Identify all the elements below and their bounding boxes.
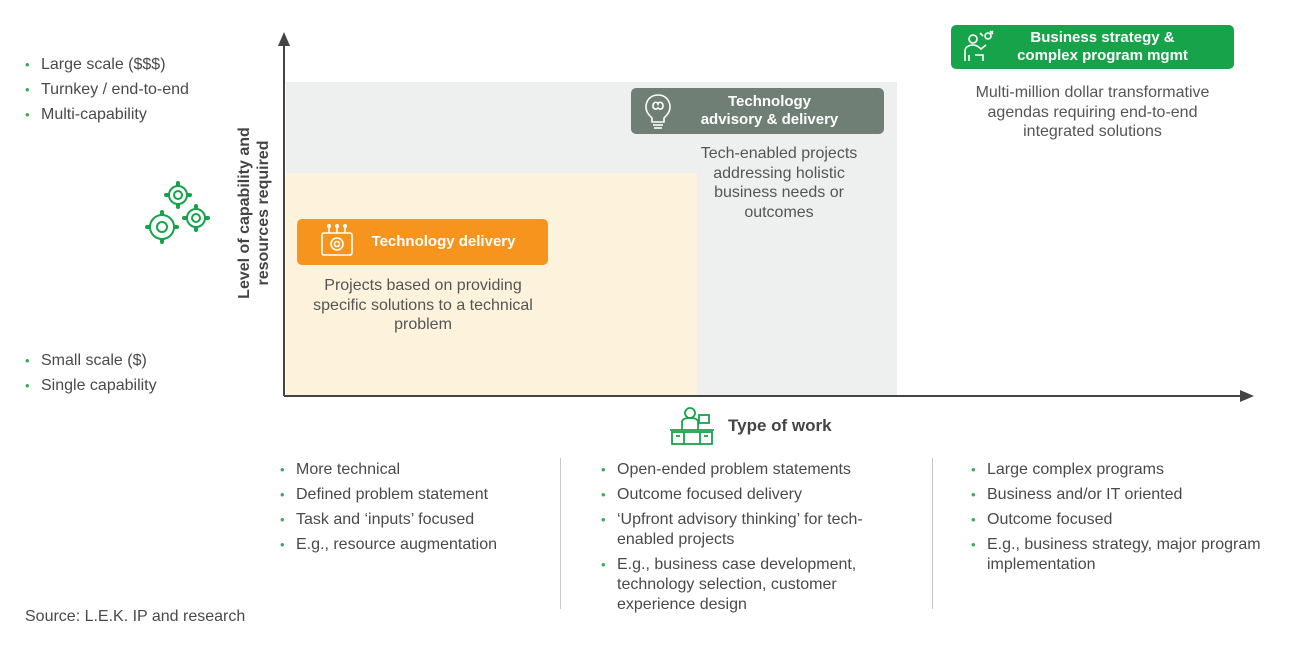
list-item: Defined problem statement (280, 485, 550, 505)
technology-advisory-title: Technology advisory & delivery (673, 93, 866, 129)
y-axis-label-line1: Level of capability and (236, 127, 253, 299)
lightbulb-brain-icon (645, 94, 671, 129)
y-axis-label-line2: resources required (255, 140, 272, 286)
business-strategy-pill: Business strategy & complex program mgmt (951, 25, 1234, 69)
list-item: Business and/or IT oriented (971, 485, 1261, 505)
x-axis-label: Type of work (728, 416, 832, 435)
technology-delivery-pill: Technology delivery (297, 219, 548, 265)
strategy-person-icon (964, 30, 994, 61)
gear-circuit-icon (321, 224, 353, 256)
description-line: integrated solutions (1023, 123, 1162, 140)
column-divider (560, 458, 561, 609)
desk-worker-icon (670, 407, 714, 445)
list-item: More technical (280, 460, 550, 480)
title-line: Technology (727, 93, 812, 110)
list-item: Task and ‘inputs’ focused (280, 510, 550, 530)
list-item: Large complex programs (971, 460, 1261, 480)
description-line: Projects based on providing (324, 277, 522, 294)
title-line: advisory & delivery (700, 111, 839, 128)
list-item: Outcome focused delivery (601, 485, 901, 505)
description-line: Multi-million dollar transformative (975, 84, 1210, 101)
delivery-zone (286, 173, 697, 395)
list-item: E.g., business case development, technol… (601, 555, 901, 615)
business-strategy-title: Business strategy & complex program mgmt (995, 29, 1210, 65)
list-item: Turnkey / end-to-end (25, 77, 255, 102)
description-line: agendas requiring end-to-end (987, 103, 1198, 121)
y-axis-label: Level of capability and resources requir… (235, 123, 273, 303)
y-axis-bottom-list: Small scale ($) Single capability (25, 348, 255, 398)
description-line: Tech-enabled projects (700, 145, 858, 162)
technology-advisory-description: Tech-enabled projects addressing holisti… (660, 144, 898, 222)
y-axis-top-list: Large scale ($$$) Turnkey / end-to-end M… (25, 52, 255, 127)
description-line: business needs or (714, 184, 844, 201)
technology-delivery-description: Projects based on providing specific sol… (290, 276, 556, 335)
list-item: Multi-capability (25, 102, 255, 127)
description-line: addressing holistic (713, 164, 845, 182)
list-item: ‘Upfront advisory thinking’ for tech-ena… (601, 510, 901, 550)
list-item: Outcome focused (971, 510, 1261, 530)
column-delivery: More technical Defined problem statement… (280, 460, 550, 560)
technology-advisory-pill: Technology advisory & delivery (631, 88, 884, 134)
source-note: Source: L.E.K. IP and research (25, 608, 246, 625)
column-advisory: Open-ended problem statements Outcome fo… (601, 460, 901, 620)
list-item: Large scale ($$$) (25, 52, 255, 77)
title-line: Business strategy & (1030, 29, 1175, 46)
technology-delivery-title: Technology delivery (371, 233, 516, 250)
gears-icon (145, 181, 210, 244)
description-line: specific solutions to a technical (313, 296, 533, 314)
business-strategy-description: Multi-million dollar transformative agen… (940, 83, 1245, 142)
column-strategy: Large complex programs Business and/or I… (971, 460, 1261, 580)
column-divider (932, 458, 933, 609)
list-item: E.g., resource augmentation (280, 535, 550, 555)
list-item: Single capability (25, 373, 255, 398)
title-line: complex program mgmt (1017, 47, 1188, 64)
list-item: Small scale ($) (25, 348, 255, 373)
list-item: Open-ended problem statements (601, 460, 901, 480)
description-line: outcomes (744, 203, 814, 221)
list-item: E.g., business strategy, major program i… (971, 535, 1261, 575)
description-line: problem (394, 316, 452, 333)
